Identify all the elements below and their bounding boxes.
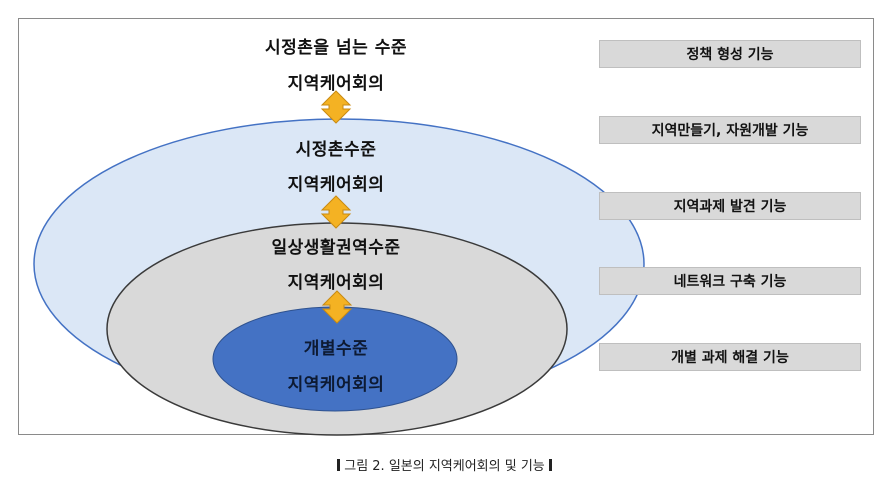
level-2-subtitle: 지역케어회의 [287, 175, 385, 195]
individual-level-ellipse [212, 306, 458, 412]
level-3-subtitle: 지역케어회의 [287, 273, 385, 293]
caption-left-bar [337, 459, 341, 471]
level-3-title: 일상생활권역수준 [271, 238, 401, 258]
function-box-resource-dev: 지역만들기, 자원개발 기능 [599, 116, 861, 144]
function-box-issue-discovery: 지역과제 발견 기능 [599, 192, 861, 220]
level-1-subtitle: 지역케어회의 [287, 74, 385, 94]
caption-right-bar [548, 459, 552, 471]
function-box-network: 네트워크 구축 기능 [599, 267, 861, 295]
diagram-frame: 시정촌을 넘는 수준 지역케어회의 시정촌수준 지역케어회의 일상생활권역수준 … [18, 18, 874, 436]
level-4-subtitle: 지역케어회의 [287, 375, 385, 395]
function-box-individual: 개별 과제 해결 기능 [599, 343, 861, 371]
nested-ellipse-diagram [33, 90, 645, 436]
level-4-title: 개별수준 [303, 339, 369, 359]
figure-caption: 그림 2. 일본의 지역케어회의 및 기능 [344, 459, 545, 474]
level-1-title: 시정촌을 넘는 수준 [265, 38, 407, 58]
up-down-arrow-icon [321, 290, 353, 324]
level-2-title: 시정촌수준 [295, 140, 377, 160]
function-box-policy: 정책 형성 기능 [599, 40, 861, 68]
figure-caption-wrapper: 그림 2. 일본의 지역케어회의 및 기능 [0, 455, 889, 474]
up-down-arrow-icon [320, 90, 352, 124]
up-down-arrow-icon [320, 195, 352, 229]
